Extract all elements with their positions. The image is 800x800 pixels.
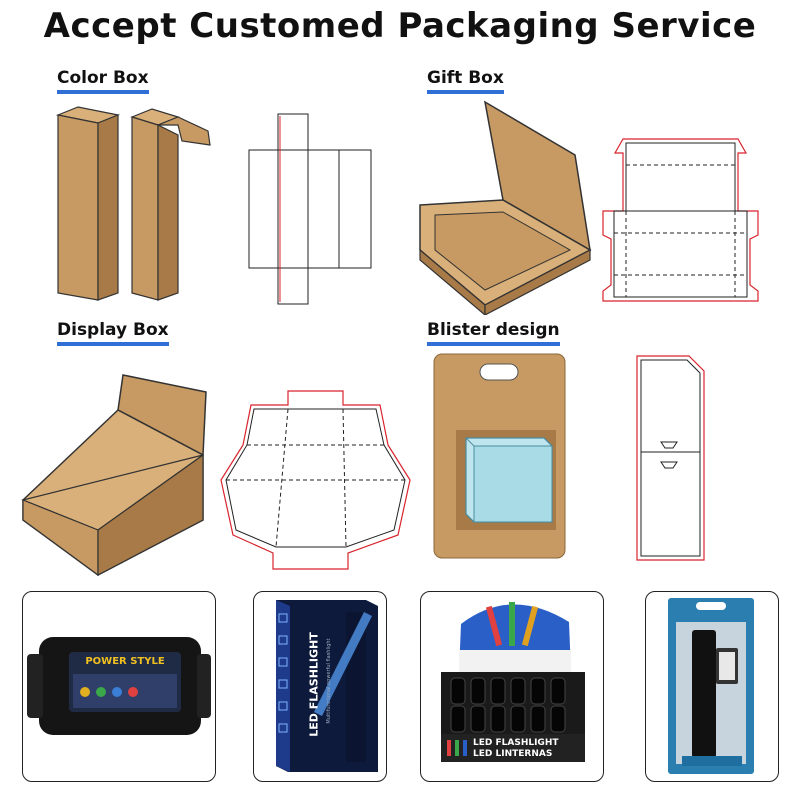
color-box-illustration [50,105,220,305]
product-photo-display: LED FLASHLIGHT LED LINTERNAS [420,591,604,782]
display-box-dieline [218,385,413,575]
display-text-2: LED LINTERNAS [473,749,553,759]
section-label-display-box: Display Box [57,320,169,346]
product-photo-blister-pack [645,591,779,782]
section-label-gift-box: Gift Box [427,68,504,94]
case-label: POWER STYLE [85,656,165,667]
product-photo-flashlight-box: LED FLASHLIGHT Multifunctional powerful … [253,591,387,782]
display-box-illustration [18,370,213,580]
gift-box-dieline [598,135,763,305]
blister-dieline [633,352,708,564]
flashlight-box-text: LED FLASHLIGHT [307,632,321,737]
color-box-dieline [245,110,375,310]
gift-box-illustration [415,100,595,315]
flashlight-box-sub: Multifunctional powerful flashlight [326,638,332,724]
page-title: Accept Customed Packaging Service [43,6,757,46]
product-photo-case: POWER STYLE [22,591,216,782]
section-label-color-box: Color Box [57,68,149,94]
section-label-blister: Blister design [427,320,560,346]
blister-card-illustration [432,352,567,560]
display-text-1: LED FLASHLIGHT [473,738,559,748]
